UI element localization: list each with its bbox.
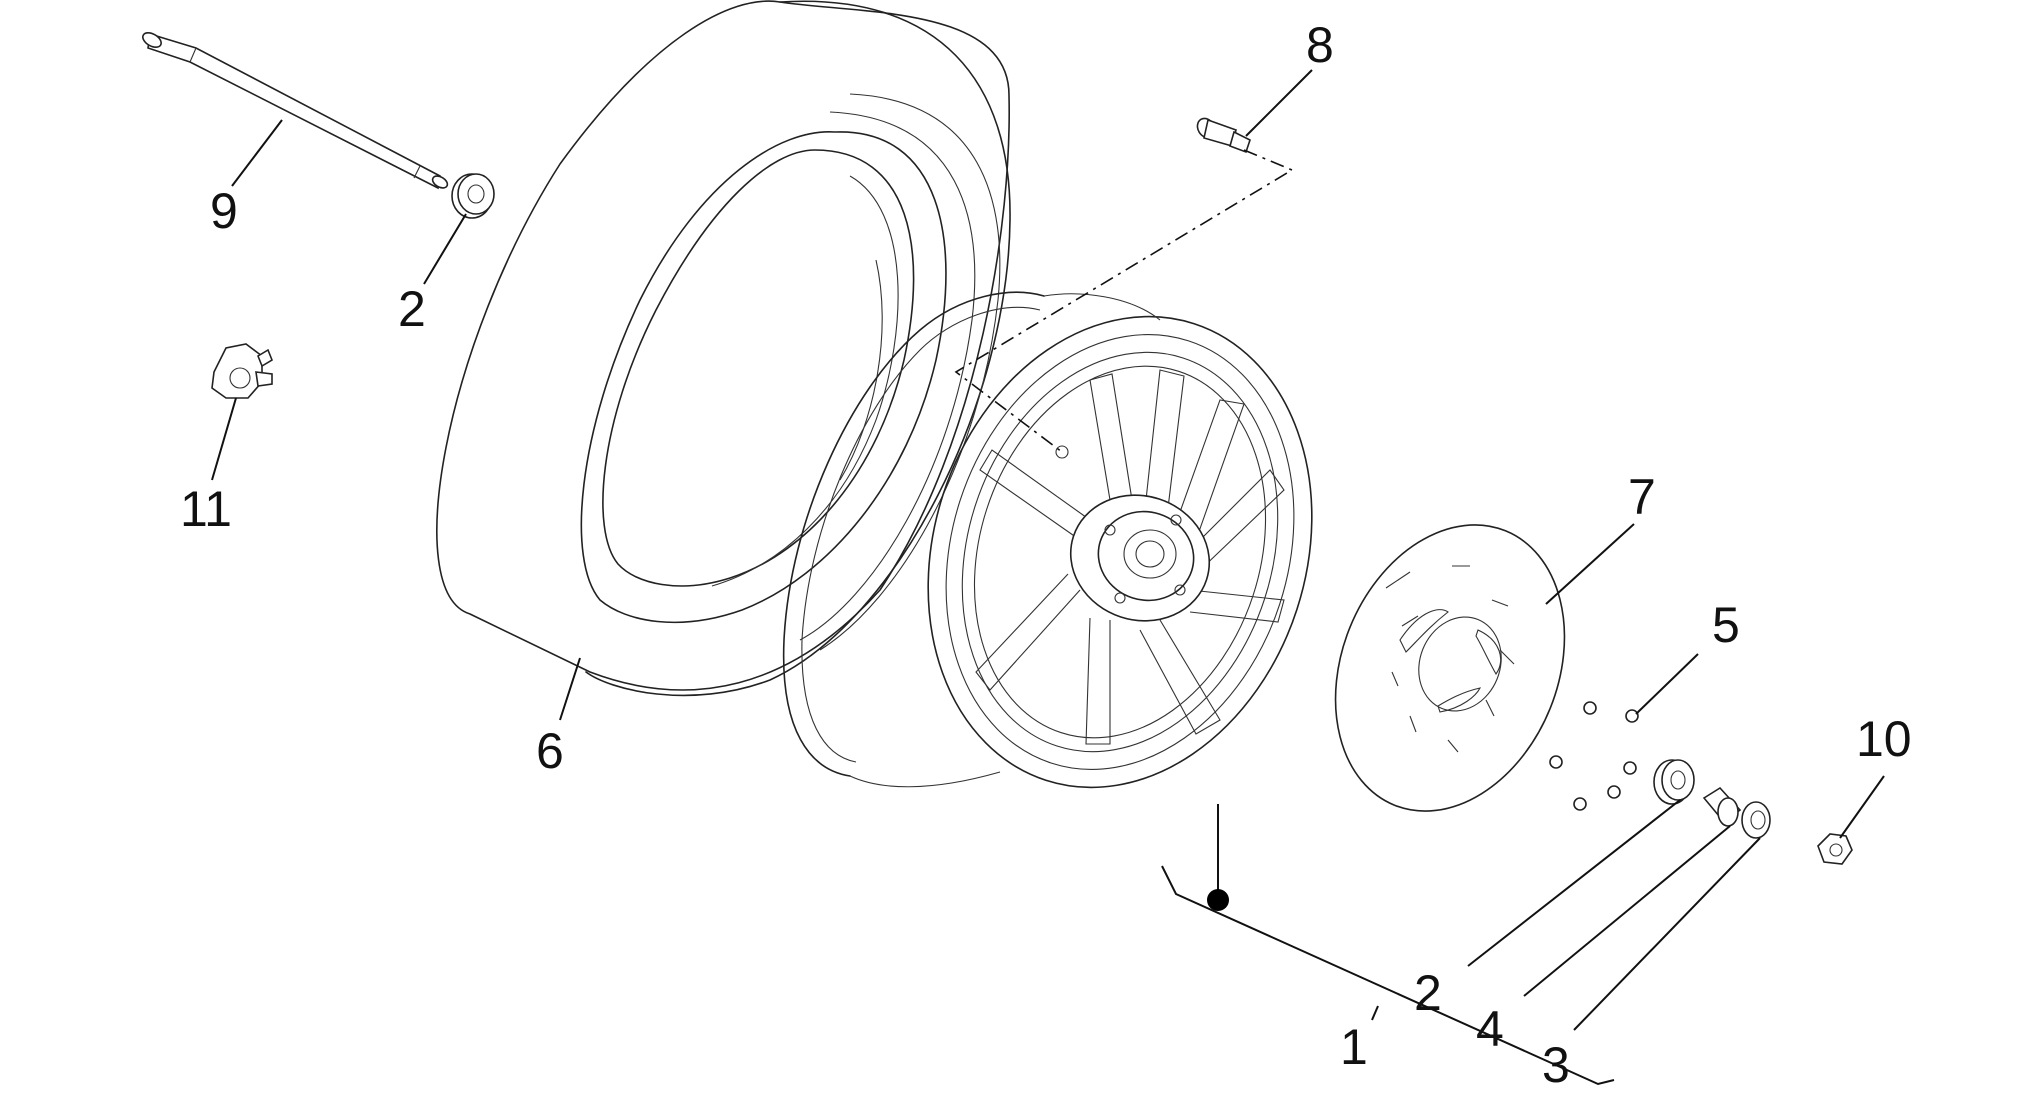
axle-nut-part	[1817, 833, 1853, 865]
callout-10: 10	[1856, 711, 1912, 767]
callout-7: 7	[1628, 469, 1656, 525]
axle-part	[142, 31, 449, 190]
leader-5	[1635, 653, 1699, 715]
leader-6	[559, 657, 581, 721]
callout-6: 6	[536, 723, 564, 779]
rim-part	[782, 291, 1313, 789]
callout-4: 4	[1476, 1001, 1504, 1057]
right-bearing-part	[1653, 759, 1695, 805]
leader-1-bracket	[1161, 865, 1615, 1086]
leader-8	[1245, 69, 1313, 137]
leader-9	[231, 119, 283, 187]
leader-3	[1573, 837, 1761, 1031]
callout-2-right: 2	[1414, 965, 1442, 1021]
disc-bolts-part	[1549, 701, 1639, 811]
leader-1-tick	[1371, 1005, 1379, 1021]
callout-5: 5	[1712, 597, 1740, 653]
callout-11: 11	[180, 481, 232, 537]
valve-part	[1196, 117, 1251, 154]
tyre-part	[436, 0, 1011, 697]
leader-2a	[423, 213, 467, 285]
speedo-drive-part	[211, 343, 273, 399]
left-bearing-part	[451, 173, 495, 219]
spacer-part	[1702, 786, 1742, 827]
callout-2-left: 2	[398, 281, 426, 337]
leader-4	[1523, 825, 1731, 997]
washer-part	[1741, 801, 1771, 839]
callout-1: 1	[1340, 1019, 1368, 1075]
callout-3: 3	[1542, 1037, 1570, 1093]
brake-disc-part	[1334, 524, 1566, 812]
leader-2b	[1467, 799, 1681, 967]
callout-9: 9	[210, 183, 238, 239]
leader-11	[211, 397, 237, 481]
callout-8: 8	[1306, 17, 1334, 73]
leader-1-dot	[1207, 889, 1229, 911]
leader-7	[1545, 523, 1635, 605]
leader-10	[1839, 775, 1885, 839]
